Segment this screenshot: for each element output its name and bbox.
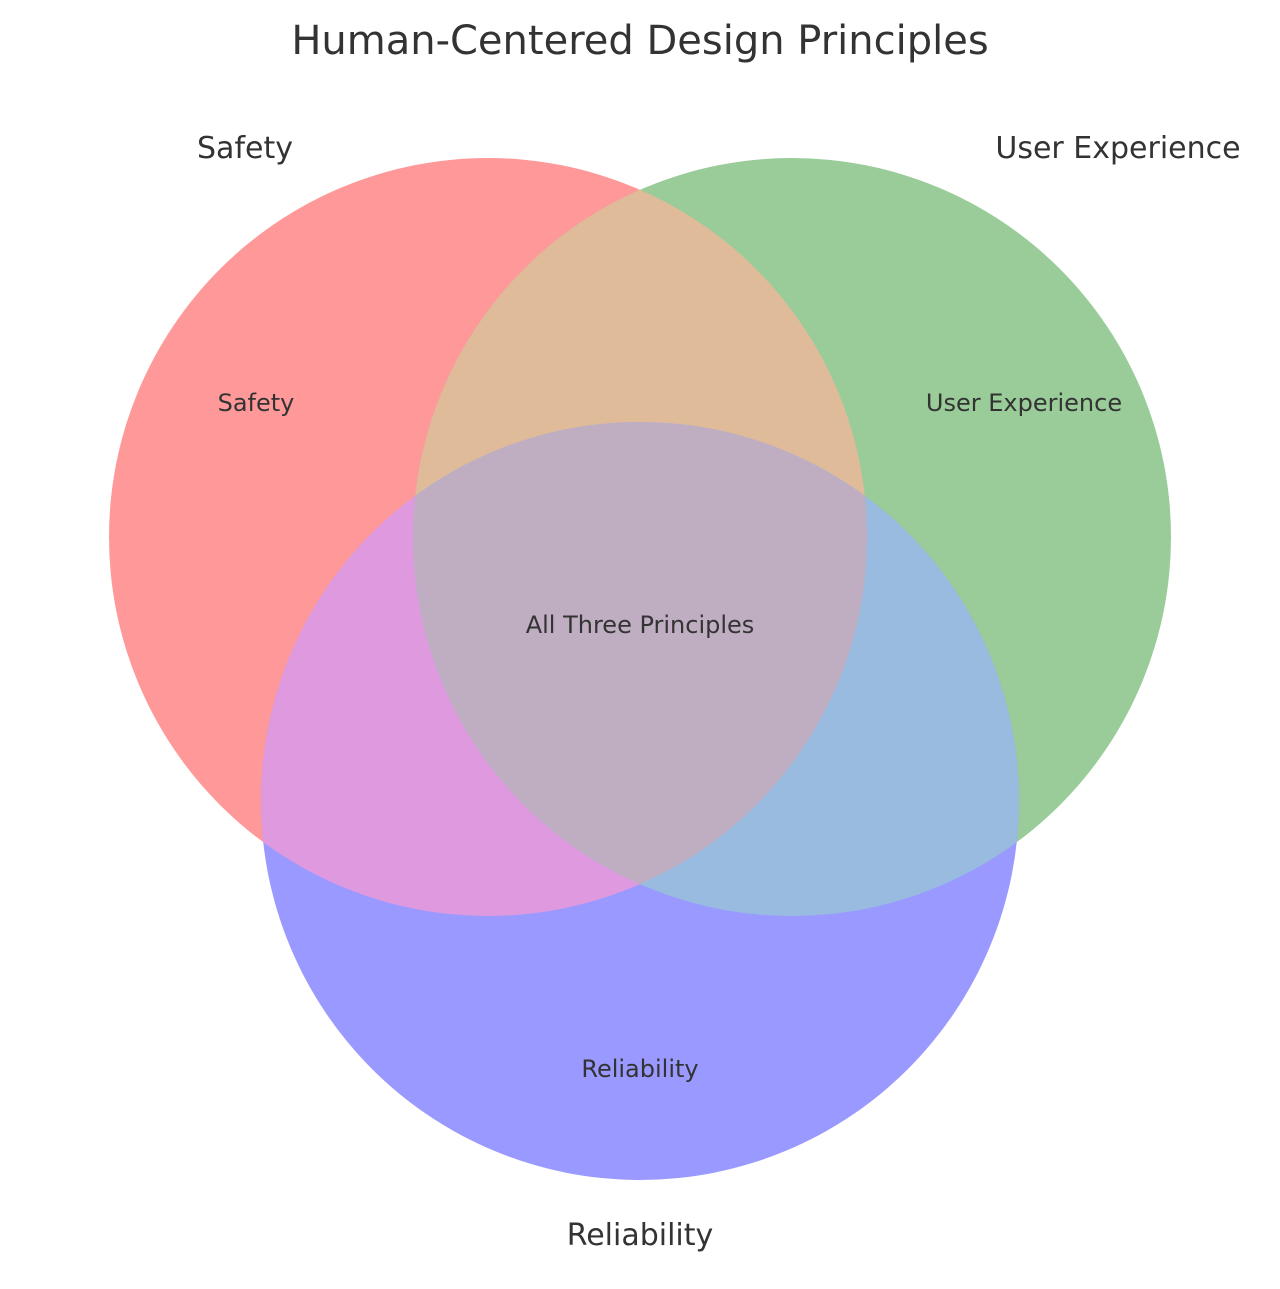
diagram-title: Human-Centered Design Principles [291,18,988,64]
reliability-set-label: Reliability [567,1218,714,1253]
user-experience-region-label: User Experience [926,389,1122,417]
user-experience-set-label: User Experience [995,131,1240,166]
all-three-overlap [413,422,867,916]
safety-region-label: Safety [218,389,295,417]
reliability-region-label: Reliability [581,1055,698,1083]
all-three-region-label: All Three Principles [526,611,755,639]
safety-set-label: Safety [197,131,293,166]
